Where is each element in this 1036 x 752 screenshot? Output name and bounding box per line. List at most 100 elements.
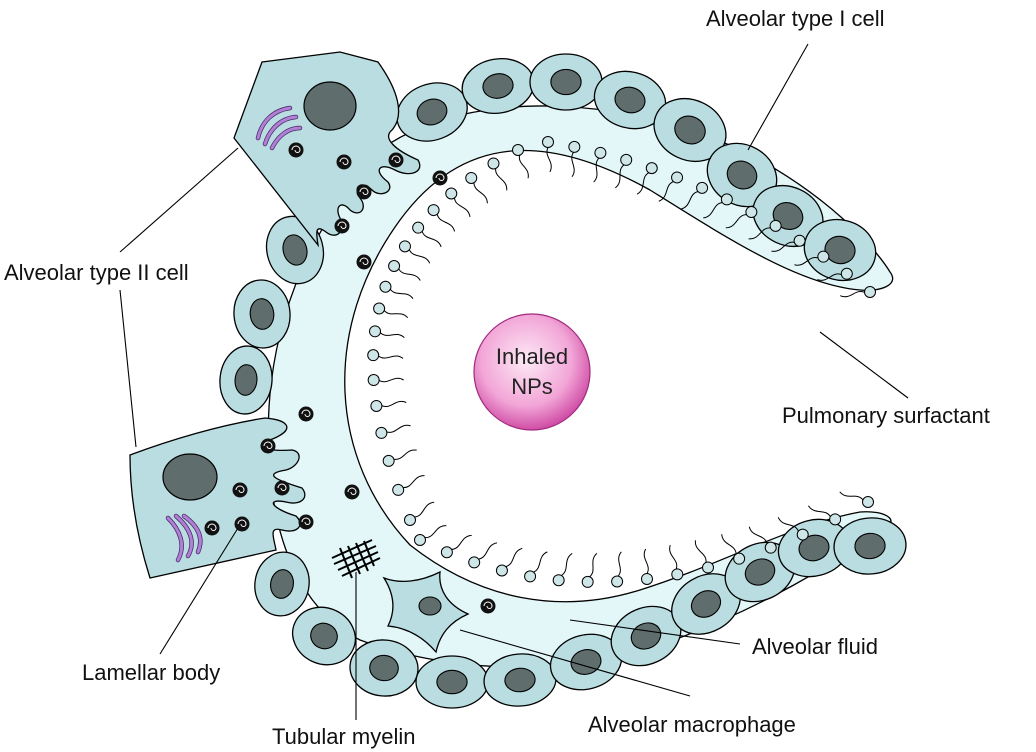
type-1-cell [803, 218, 877, 282]
surfactant-lipid [568, 140, 581, 178]
surfactant-lipid [817, 267, 853, 281]
surfactant-lipid [581, 552, 598, 588]
type-1-nucleus [674, 115, 706, 145]
pulmonary-surfactant-layer [367, 136, 876, 588]
surfactant-lipid [748, 219, 782, 240]
label-macrophage: Alveolar macrophage [588, 712, 796, 737]
type-1-nucleus [482, 73, 514, 99]
surfactant-lipid [388, 260, 421, 281]
surfactant-lipid [414, 525, 447, 546]
surfactant-lipid [614, 153, 633, 189]
surfactant-lipid [367, 349, 404, 362]
leader-surfactant [819, 331, 909, 399]
surfactant-lipid [640, 548, 653, 585]
type-1-cell [396, 82, 468, 142]
surfactant-lipid [512, 144, 529, 179]
type-1-nucleus [824, 235, 856, 265]
surfactant-lipid [404, 501, 435, 526]
type-2-nucleus-lower [162, 453, 218, 501]
type-1-cell [653, 97, 727, 163]
surfactant-lipid [382, 449, 417, 467]
surfactant-lipid [840, 286, 876, 298]
surfactant-lipid [465, 171, 488, 204]
type-1-cell [415, 655, 489, 709]
label-myelin: Tubular myelin [272, 724, 415, 749]
type-1-cell [833, 517, 907, 575]
lamellar-body [298, 406, 314, 422]
type-1-cell [549, 633, 623, 691]
type-1-nucleus [249, 298, 275, 330]
lamellar-body [480, 598, 496, 614]
surfactant-lipid [369, 325, 405, 339]
type-1-cell [219, 345, 273, 415]
type-1-nucleus [798, 534, 830, 562]
lamellar-body [234, 516, 250, 532]
surfactant-lipid [379, 280, 414, 300]
label-lamellar: Lamellar body [82, 660, 220, 685]
surfactant-lipid [807, 505, 842, 526]
surfactant-lipid [427, 204, 456, 232]
lamellar-body [274, 480, 290, 496]
lamellar-body [388, 152, 404, 168]
type-1-nucleus [504, 667, 536, 693]
lamellar-body [232, 482, 248, 498]
label-type1: Alveolar type I cell [706, 6, 885, 31]
lamellar-body [204, 520, 220, 536]
surfactant-lipid [680, 181, 709, 210]
surfactant-lipid [367, 374, 404, 387]
surfactant-lipid [373, 302, 409, 319]
type-1-cell [292, 606, 356, 666]
alveolar-type-1-cells [219, 53, 907, 709]
tubular-myelin [331, 539, 381, 579]
surfactant-lipid [445, 187, 471, 218]
type-1-nucleus [614, 86, 646, 114]
label-type2: Alveolar type II cell [4, 260, 189, 285]
lamellar-body [288, 142, 304, 158]
lamellar-body [356, 184, 372, 200]
type-1-cell [671, 573, 741, 635]
surfactant-lipid [487, 157, 508, 191]
leader-type2-lower [119, 289, 137, 448]
surfactant-lipid [398, 240, 431, 264]
lamellar-body [356, 254, 372, 270]
type-1-nucleus [416, 98, 448, 126]
surfactant-lipid [375, 424, 411, 439]
surfactant-lipid [370, 399, 407, 412]
surfactant-lipid [495, 547, 523, 577]
lamellar-body [334, 218, 350, 234]
inhaled-nanoparticles [473, 313, 591, 431]
leader-type2-upper [119, 147, 239, 253]
np-label-line1: Inhaled [496, 344, 568, 369]
surfactant-lipid [412, 221, 442, 248]
surfactant-lipid [839, 491, 874, 508]
surfactant-lipid [694, 540, 714, 574]
macrophage-nucleus [418, 596, 442, 616]
type-1-nucleus [369, 654, 399, 682]
surfactant-lipid [771, 234, 806, 252]
surfactant-lipid [658, 171, 684, 202]
np-label-line2: NPs [511, 374, 553, 399]
type-2-nucleus-upper [303, 81, 357, 131]
type-1-cell [593, 70, 667, 130]
type-1-cell [349, 639, 419, 697]
lamellar-body [344, 484, 360, 500]
surfactant-lipid [703, 193, 733, 219]
surfactant-lipid [552, 553, 573, 587]
surfactant-lipid [636, 162, 658, 195]
type-1-nucleus [726, 160, 758, 190]
lamellar-body [432, 170, 448, 186]
type-1-nucleus [270, 569, 294, 599]
surfactant-lipid [611, 551, 624, 588]
surfactant-lipid [542, 136, 554, 173]
surfactant-lipid [440, 534, 472, 559]
type-1-nucleus [310, 622, 338, 650]
surfactant-lipid [721, 534, 746, 565]
surfactant-lipid [777, 517, 809, 541]
leader-type1 [747, 43, 809, 151]
surfactant-lipid [468, 542, 498, 569]
type-1-nucleus [744, 558, 776, 586]
surfactant-lipid [794, 250, 830, 266]
surfactant-lipid [725, 206, 758, 229]
type-1-cell [529, 53, 603, 111]
